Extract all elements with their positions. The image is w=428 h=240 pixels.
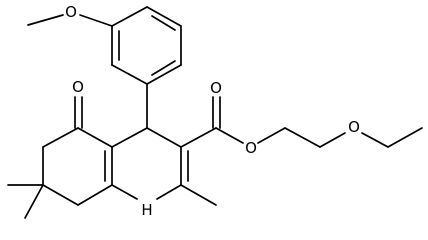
atom-label-oxygen: O [245, 139, 257, 157]
chemical-structure-diagram: O O O O O H [7, 3, 423, 219]
bond [156, 184, 182, 200]
bond [284, 127, 321, 148]
bond [387, 127, 423, 148]
atom-labels: O O O O O H [65, 3, 360, 219]
bond [111, 64, 148, 85]
bond [146, 6, 182, 27]
bond [180, 127, 217, 148]
bond [180, 184, 217, 206]
atom-label-oxygen: O [348, 118, 360, 136]
bond [111, 184, 138, 200]
bond [146, 64, 182, 85]
bond [361, 132, 389, 148]
bond [27, 14, 64, 26]
bond [79, 14, 113, 27]
bond [42, 184, 79, 206]
bond [111, 6, 148, 27]
bond [146, 127, 182, 148]
bond [24, 184, 44, 219]
atom-label-oxygen: O [72, 78, 84, 96]
bond [77, 127, 113, 148]
bond [151, 15, 176, 31]
bond [151, 60, 176, 76]
bond [77, 184, 113, 206]
bond [111, 127, 148, 148]
bond [257, 127, 286, 144]
bond-lines [7, 6, 423, 219]
bond [42, 127, 79, 148]
bond [319, 132, 346, 148]
bond [215, 127, 244, 144]
atom-label-oxygen: O [65, 3, 77, 21]
atom-label-nitrogen-h: H [141, 201, 152, 219]
atom-label-oxygen: O [210, 79, 222, 97]
